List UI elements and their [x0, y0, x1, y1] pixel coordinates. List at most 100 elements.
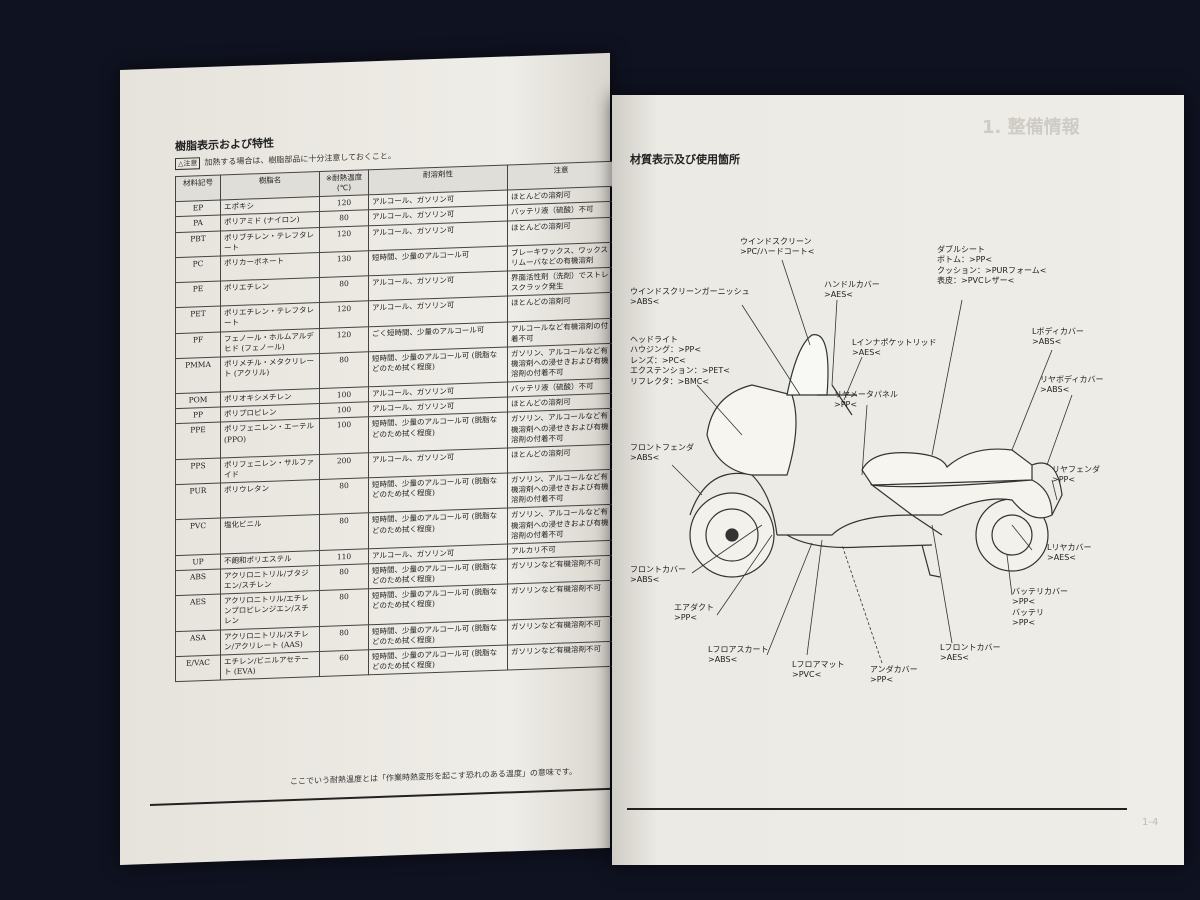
cell-note: ガソリン、アルコールなど有機溶剤への浸せきおよび有機溶剤の付着不可	[507, 408, 615, 448]
cell-solvent: 短時間、少量のアルコール可 (脱脂などのため拭く程度)	[368, 412, 508, 453]
cell-note: ガソリンなど有機溶剤不可	[507, 580, 615, 620]
label-inner-pocket-lid: Lインナポケットリッド>AES<	[852, 338, 937, 358]
cell-code: PF	[175, 331, 221, 359]
cell-temp: 80	[319, 588, 369, 627]
cell-name: ポリメチル・メタクリレート (アクリル)	[220, 353, 320, 393]
label-under-cover: アンダカバー>PP<	[870, 665, 918, 685]
cell-temp: 200	[319, 452, 369, 480]
cell-code: AES	[175, 594, 221, 632]
cell-note: 界面活性剤（洗剤）でストレスクラック発生	[507, 267, 615, 297]
label-windscreen: ウインドスクリーン>PC/ハードコート<	[740, 237, 815, 257]
cell-code: PET	[175, 306, 221, 334]
leader-lines	[671, 259, 1073, 664]
cell-note: ほとんどの溶剤可	[507, 443, 615, 473]
cell-temp: 80	[319, 624, 369, 652]
cell-name: ポリウレタン	[220, 479, 320, 519]
cell-temp: 80	[319, 275, 369, 303]
footnote: ここでいう耐熱温度とは「作業時熱変形を起こす恐れのある温度」の意味です。	[290, 767, 578, 787]
label-rear-meter-panel: リヤメータパネル>PP<	[834, 390, 898, 410]
cell-solvent: 短時間、少量のアルコール可 (脱脂などのため拭く程度)	[368, 346, 508, 387]
label-double-seat: ダブルシートボトム：>PP<クッション：>PURフォーム<表皮：>PVCレザー<	[937, 245, 1047, 286]
left-page: 樹脂表示および特性 △注意加熱する場合は、樹脂部品に十分注意しておくこと。 材料…	[120, 52, 615, 866]
label-battery-cover: バッテリカバー>PP<バッテリ>PP<	[1012, 587, 1068, 628]
cell-name: ポリカーボネート	[220, 252, 320, 281]
cell-code: UP	[175, 553, 221, 571]
page-number: 1-4	[1142, 817, 1159, 828]
col-header-code: 材料記号	[175, 174, 221, 202]
label-headlight: ヘッドライトハウジング：>PP<レンズ：>PC<エクステンション：>PET<リフ…	[630, 335, 730, 386]
cell-code: PUR	[175, 482, 221, 520]
cell-code: ABS	[175, 568, 221, 596]
cell-name: フェノール・ホルムアルデヒド (フェノール)	[220, 328, 320, 357]
cell-temp: 80	[319, 513, 369, 551]
cell-code: PBT	[175, 230, 221, 258]
cell-code: EP	[175, 200, 221, 217]
cell-code: PE	[175, 280, 221, 308]
cell-code: PC	[175, 255, 221, 283]
label-l-floor-mat: Lフロアマット>PVC<	[792, 660, 845, 680]
cell-note: ガソリンなど有機溶剤不可	[507, 615, 615, 645]
cell-note: ガソリン、アルコールなど有機溶剤への浸せきおよび有機溶剤の付着不可	[507, 342, 615, 383]
label-air-duct: エアダクト>PP<	[674, 603, 714, 623]
cell-code: PA	[175, 215, 221, 233]
cell-name: アクリロニトリル/スチレン/アクリレート (AAS)	[220, 626, 320, 655]
cell-temp: 120	[319, 225, 369, 253]
cell-temp: 80	[319, 210, 369, 228]
label-l-floor-skirt: Lフロアスカート>ABS<	[708, 645, 769, 665]
label-handle-cover: ハンドルカバー>AES<	[824, 280, 880, 300]
cell-temp: 100	[319, 386, 369, 404]
cell-note: ガソリンなど有機溶剤不可	[507, 555, 615, 585]
cell-solvent: 短時間、少量のアルコール可 (脱脂などのため拭く程度)	[368, 584, 508, 625]
col-header-note: 注意	[507, 161, 615, 191]
caution-text: 加熱する場合は、樹脂部品に十分注意しておくこと。	[204, 151, 396, 168]
cell-temp: 60	[319, 649, 369, 677]
label-front-cover: フロントカバー>ABS<	[630, 565, 686, 585]
section-title: 樹脂表示および特性	[175, 136, 274, 154]
cell-temp: 110	[319, 548, 369, 566]
cell-note: ガソリン、アルコールなど有機溶剤への浸せきおよび有機溶剤の付着不可	[507, 469, 615, 509]
cell-code: E/VAC	[175, 654, 221, 682]
cell-note: アルコールなど有機溶剤の付着不可	[507, 317, 615, 347]
label-l-rear-cover: Lリヤカバー>AES<	[1047, 543, 1092, 563]
cell-temp: 120	[319, 195, 369, 212]
cell-note: ほとんどの溶剤可	[507, 216, 615, 246]
cell-name: ポリブチレン・テレフタレート	[220, 227, 320, 256]
cell-note: ほとんどの溶剤可	[507, 292, 615, 322]
scooter-body	[689, 334, 1063, 578]
cell-name: ポリフェニレン・サルファイド	[220, 454, 320, 483]
cell-temp: 120	[319, 301, 369, 329]
cell-note: ガソリン、アルコールなど有機溶剤への浸せきおよび有機溶剤の付着不可	[507, 504, 615, 544]
cell-solvent: 短時間、少量のアルコール可 (脱脂などのため拭く程度)	[368, 508, 508, 549]
page-rule	[150, 787, 610, 806]
label-l-body-cover: Lボディカバー>ABS<	[1032, 327, 1084, 347]
col-header-name: 樹脂名	[220, 171, 320, 201]
cell-note: ブレーキワックス、ワックスリムーバなどの有機溶剤	[507, 241, 615, 271]
cell-temp: 80	[319, 351, 369, 389]
cell-name: ポリエチレン・テレフタレート	[220, 302, 320, 332]
cell-solvent: 短時間、少量のアルコール可 (脱脂などのため拭く程度)	[368, 472, 508, 514]
col-header-temp: ※耐熱温度 (℃)	[319, 169, 369, 197]
label-l-front-cover: Lフロントカバー>AES<	[940, 643, 1001, 663]
cell-code: PP	[175, 407, 221, 424]
label-rear-fender: リヤフェンダ>PP<	[1052, 465, 1100, 485]
cell-name: アクリロニトリル/ブタジエン/スチレン	[220, 565, 320, 595]
cell-code: PPE	[175, 422, 221, 460]
cell-temp: 100	[319, 402, 369, 419]
cell-temp: 130	[319, 250, 369, 278]
cell-note: ガソリンなど有機溶剤不可	[507, 640, 615, 670]
cell-code: ASA	[175, 629, 221, 657]
cell-code: PVC	[175, 518, 221, 556]
cell-code: PMMA	[175, 356, 221, 394]
cell-name: エチレン/ビニルアセテート (EVA)	[220, 651, 320, 680]
chapter-header: 1. 整備情報	[982, 117, 1080, 138]
right-page: 1. 整備情報 材質表示及び使用箇所	[612, 95, 1184, 865]
cell-name: ポリエチレン	[220, 277, 320, 307]
cell-temp: 120	[319, 326, 369, 354]
scooter-diagram	[671, 259, 1073, 664]
cell-temp: 80	[319, 563, 369, 591]
label-rear-body-cover: リヤボディカバー>ABS<	[1040, 375, 1104, 395]
cell-temp: 100	[319, 417, 369, 455]
cell-solvent: 短時間、少量のアルコール可 (脱脂などのため拭く程度)	[368, 644, 508, 675]
